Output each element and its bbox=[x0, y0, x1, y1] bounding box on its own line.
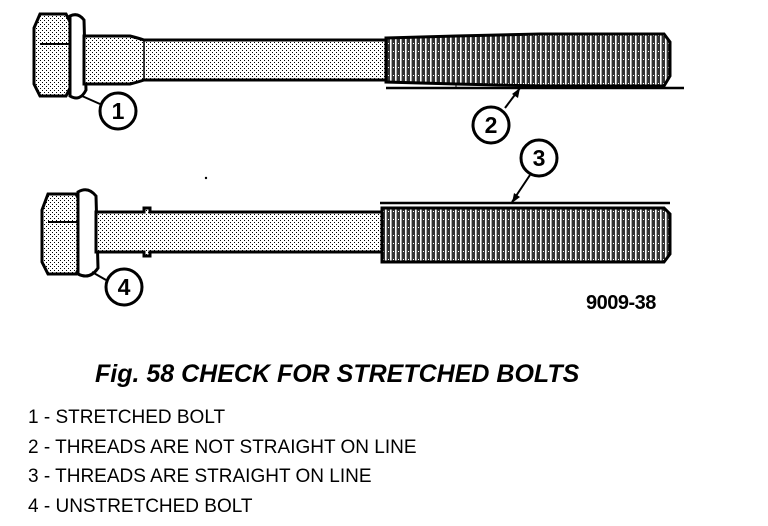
bolt-shank bbox=[94, 206, 384, 258]
legend-text: UNSTRETCHED BOLT bbox=[55, 495, 253, 517]
callout-number: 1 bbox=[112, 98, 125, 124]
legend-text: THREADS ARE STRAIGHT ON LINE bbox=[55, 466, 372, 487]
legend: 1STRETCHED BOLT 2THREADS ARE NOT STRAIGH… bbox=[28, 403, 417, 521]
bolt-shank bbox=[82, 34, 388, 86]
legend-number: 2 bbox=[28, 437, 55, 458]
bolt-head bbox=[40, 192, 82, 276]
figure-caption: Fig. 58 CHECK FOR STRETCHED BOLTS bbox=[95, 360, 580, 388]
callout-number: 4 bbox=[118, 274, 131, 300]
legend-text: STRETCHED BOLT bbox=[55, 407, 226, 428]
unstretched-bolt bbox=[40, 188, 672, 278]
bolt-head bbox=[32, 12, 72, 98]
legend-number: 3 bbox=[28, 466, 55, 487]
callout-3: 3 bbox=[511, 138, 559, 203]
callout-1: 1 bbox=[81, 91, 138, 131]
bolt-threads bbox=[380, 206, 672, 264]
callout-4: 4 bbox=[91, 267, 144, 307]
legend-number: 4 bbox=[28, 496, 55, 517]
stretched-bolt bbox=[32, 12, 684, 100]
legend-item: 4UNSTRETCHED BOLT bbox=[28, 492, 417, 522]
legend-item: 3THREADS ARE STRAIGHT ON LINE bbox=[28, 462, 417, 492]
legend-text: THREADS ARE NOT STRAIGHT ON LINE bbox=[55, 436, 417, 458]
figure-code: 9009-38 bbox=[586, 292, 656, 314]
legend-number: 1 bbox=[28, 407, 55, 428]
bolt-illustration: 1 2 3 4 bbox=[32, 12, 684, 307]
bolt-flange bbox=[76, 188, 100, 278]
bolt-threads bbox=[384, 32, 672, 88]
legend-item: 1STRETCHED BOLT bbox=[28, 403, 417, 433]
bolt-flange bbox=[68, 13, 88, 100]
callout-number: 2 bbox=[485, 112, 498, 138]
callout-2: 2 bbox=[471, 87, 521, 145]
callout-number: 3 bbox=[533, 145, 546, 171]
legend-item: 2THREADS ARE NOT STRAIGHT ON LINE bbox=[28, 433, 417, 463]
